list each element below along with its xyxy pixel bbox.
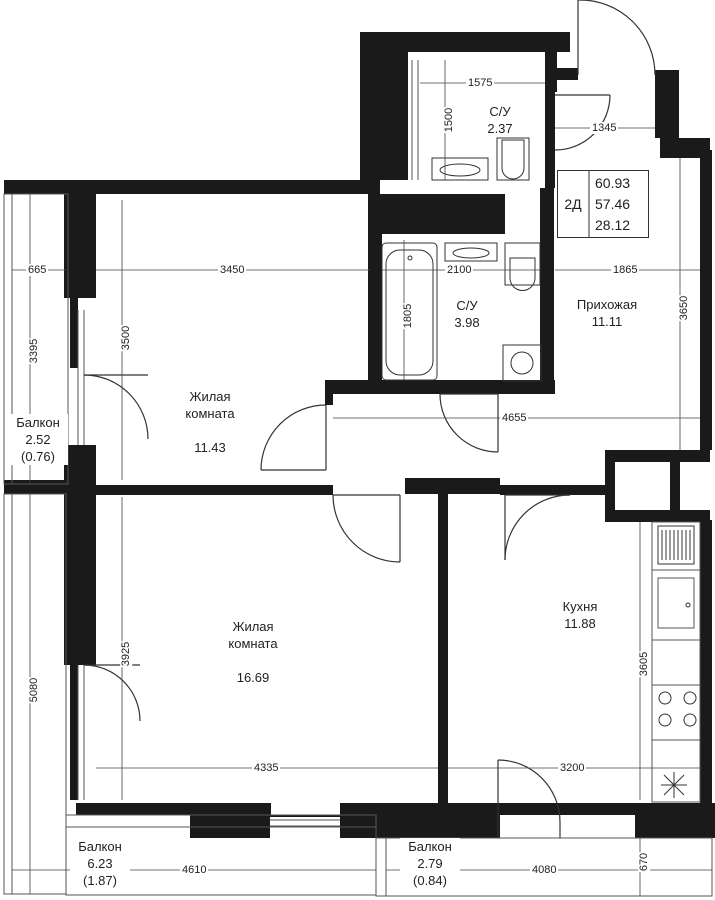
dim-room1-h: 3500: [120, 324, 133, 352]
room-name: Жилая комната: [228, 619, 278, 651]
apartment-summary: 2Д 60.93 57.46 28.12: [557, 170, 649, 238]
room-label-wc-bath: С/У 3.98: [437, 297, 497, 331]
apartment-areas: 60.93 57.46 28.12: [589, 170, 649, 238]
living-area: 28.12: [595, 216, 631, 233]
room-area: 16.69: [236, 670, 270, 685]
dim-balcony-small-w: 665: [26, 264, 49, 276]
room-name: Прихожая: [576, 297, 638, 312]
dim-balcony-big-h: 5080: [28, 676, 41, 704]
dim-corridor-top: 1345: [590, 122, 619, 134]
room-area: 11.88: [564, 616, 596, 631]
room-label-living-2: Жилая комната 16.69: [198, 601, 308, 703]
room-area: 6.23: [87, 856, 113, 871]
room-area-reduced: (0.84): [413, 873, 447, 888]
room-label-balcony-1: Балкон 2.52 (0.76): [8, 414, 68, 465]
room-name: Жилая комната: [185, 389, 235, 421]
dim-balcony-kitchen-w: 4080: [530, 864, 559, 876]
dim-balcony-big-w: 4610: [180, 864, 209, 876]
dim-bath-h: 1805: [402, 302, 415, 330]
room-label-living-1: Жилая комната 11.43: [155, 371, 265, 473]
total-area: 60.93: [595, 174, 631, 191]
room-area-reduced: (0.76): [21, 449, 55, 464]
room-name: С/У: [456, 298, 478, 313]
dim-hall-w: 1865: [611, 264, 640, 276]
walls: [4, 32, 715, 838]
dim-hall-h: 3650: [678, 294, 691, 322]
dim-room1-w: 3450: [218, 264, 247, 276]
room-label-balcony-3: Балкон 2.79 (0.84): [400, 838, 460, 889]
room-area: 3.98: [454, 315, 480, 330]
room-label-wc-small: С/У 2.37: [470, 103, 530, 137]
room-area: 11.43: [194, 440, 226, 455]
dim-wc-small-w: 1575: [466, 77, 495, 89]
badge-frame: [557, 170, 649, 238]
fixtures: [381, 137, 697, 798]
room-area: 11.11: [591, 314, 623, 329]
room-name: С/У: [489, 104, 511, 119]
room-label-kitchen: Кухня 11.88: [540, 598, 620, 632]
dim-hall-long: 4655: [500, 412, 529, 424]
dim-balcony-kitchen-h: 670: [638, 851, 651, 873]
room-area: 2.37: [487, 121, 513, 136]
room-area-reduced: (1.87): [83, 873, 117, 888]
area-no-balcony: 57.46: [595, 195, 631, 212]
dim-wc-small-h: 1500: [443, 106, 456, 134]
dim-room2-w: 4335: [252, 762, 281, 774]
dim-room2-h: 3925: [120, 640, 133, 668]
room-area: 2.52: [25, 432, 51, 447]
dim-kitchen-w: 3200: [558, 762, 587, 774]
dim-balcony-small-h: 3395: [28, 337, 41, 365]
dim-kitchen-h: 3605: [638, 650, 651, 678]
room-label-balcony-2: Балкон 6.23 (1.87): [70, 838, 130, 889]
room-area: 2.79: [417, 856, 443, 871]
room-name: Балкон: [78, 839, 122, 854]
room-name: Балкон: [408, 839, 452, 854]
apartment-code: 2Д: [564, 196, 582, 212]
room-name: Балкон: [16, 415, 60, 430]
room-label-hallway: Прихожая 11.11: [560, 296, 654, 330]
doors: [83, 0, 656, 838]
room-name: Кухня: [562, 599, 598, 614]
dim-bath-w: 2100: [445, 264, 474, 276]
